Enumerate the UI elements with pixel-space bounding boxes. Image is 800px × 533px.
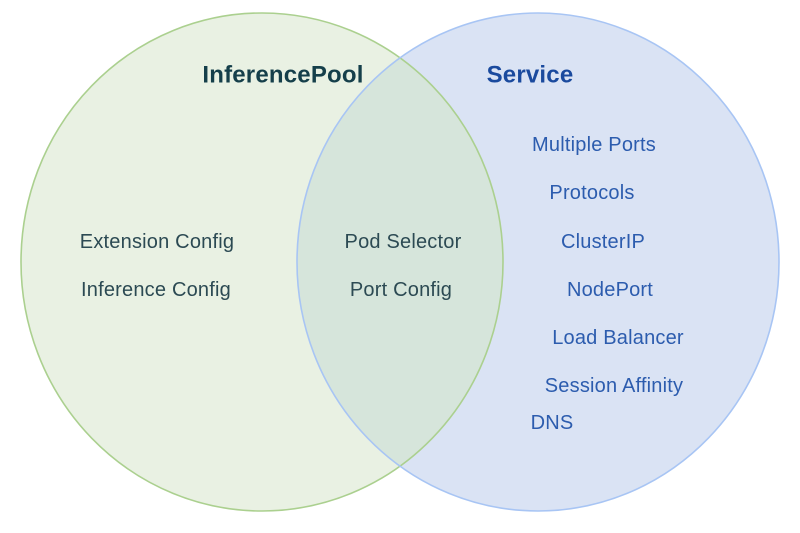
service-circle-border [296,12,780,512]
inferencepool-item-extension-config: Extension Config [80,231,234,253]
overlap-item-port-config: Port Config [350,279,452,301]
overlap-region [297,13,503,511]
inferencepool-circle-border [20,12,504,512]
service-item-nodeport: NodePort [567,279,653,301]
service-item-protocols: Protocols [549,182,634,204]
service-title: Service [487,62,574,89]
inferencepool-item-inference-config: Inference Config [81,279,231,301]
service-item-load-balancer: Load Balancer [552,327,684,349]
overlap-item-pod-selector: Pod Selector [345,231,462,253]
service-item-dns: DNS [531,412,574,434]
service-item-multiple-ports: Multiple Ports [532,134,656,156]
inferencepool-title: InferencePool [202,62,363,89]
service-item-clusterip: ClusterIP [561,231,645,253]
service-item-session-affinity: Session Affinity [545,375,683,397]
